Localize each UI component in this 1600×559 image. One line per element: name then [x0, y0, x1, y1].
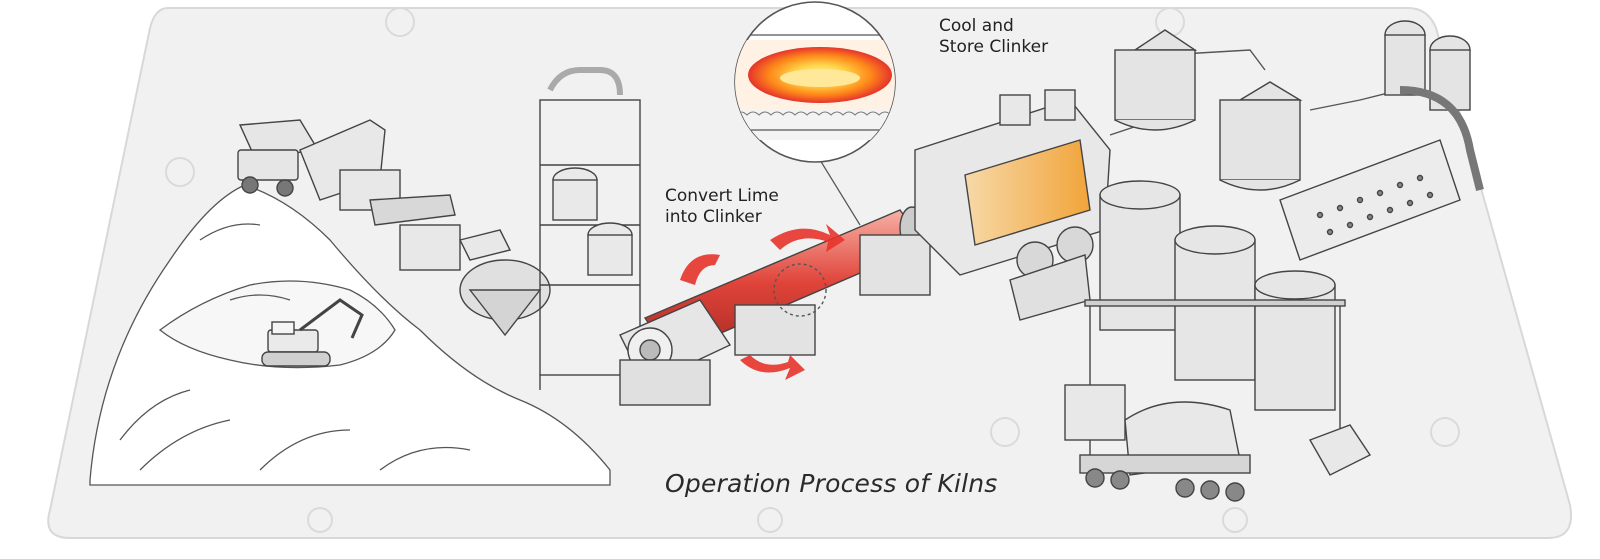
preheater-tower: [459, 67, 641, 390]
dump-truck: [237, 119, 320, 197]
cement-mill: [1279, 86, 1484, 261]
watermark-logo-icon: [307, 507, 333, 533]
label-cool-store-clinker: Cool and Store Clinker: [939, 16, 1049, 57]
rotation-arrow-icon: [680, 224, 845, 380]
top-silos: [1114, 20, 1471, 191]
cement-truck: [1064, 384, 1372, 502]
diagram-title: Operation Process of Kilns: [665, 469, 998, 498]
clinker-cooler: [914, 89, 1111, 321]
flame-magnifier: [734, 1, 896, 226]
cement-silos: [1084, 180, 1346, 470]
excavator: [261, 298, 364, 367]
label-convert-lime: Convert Lime into Clinker: [665, 186, 779, 227]
watermark-logo-icon: [385, 7, 415, 37]
watermark-logo-icon: [1430, 417, 1460, 447]
watermark-logo-icon: [990, 417, 1020, 447]
watermark-logo-icon: [1222, 507, 1248, 533]
watermark-logo-icon: [165, 157, 195, 187]
watermark-logo-icon: [757, 507, 783, 533]
rotary-kiln: [619, 206, 931, 406]
crusher-line: [299, 119, 512, 271]
watermark-group: [165, 7, 1460, 533]
